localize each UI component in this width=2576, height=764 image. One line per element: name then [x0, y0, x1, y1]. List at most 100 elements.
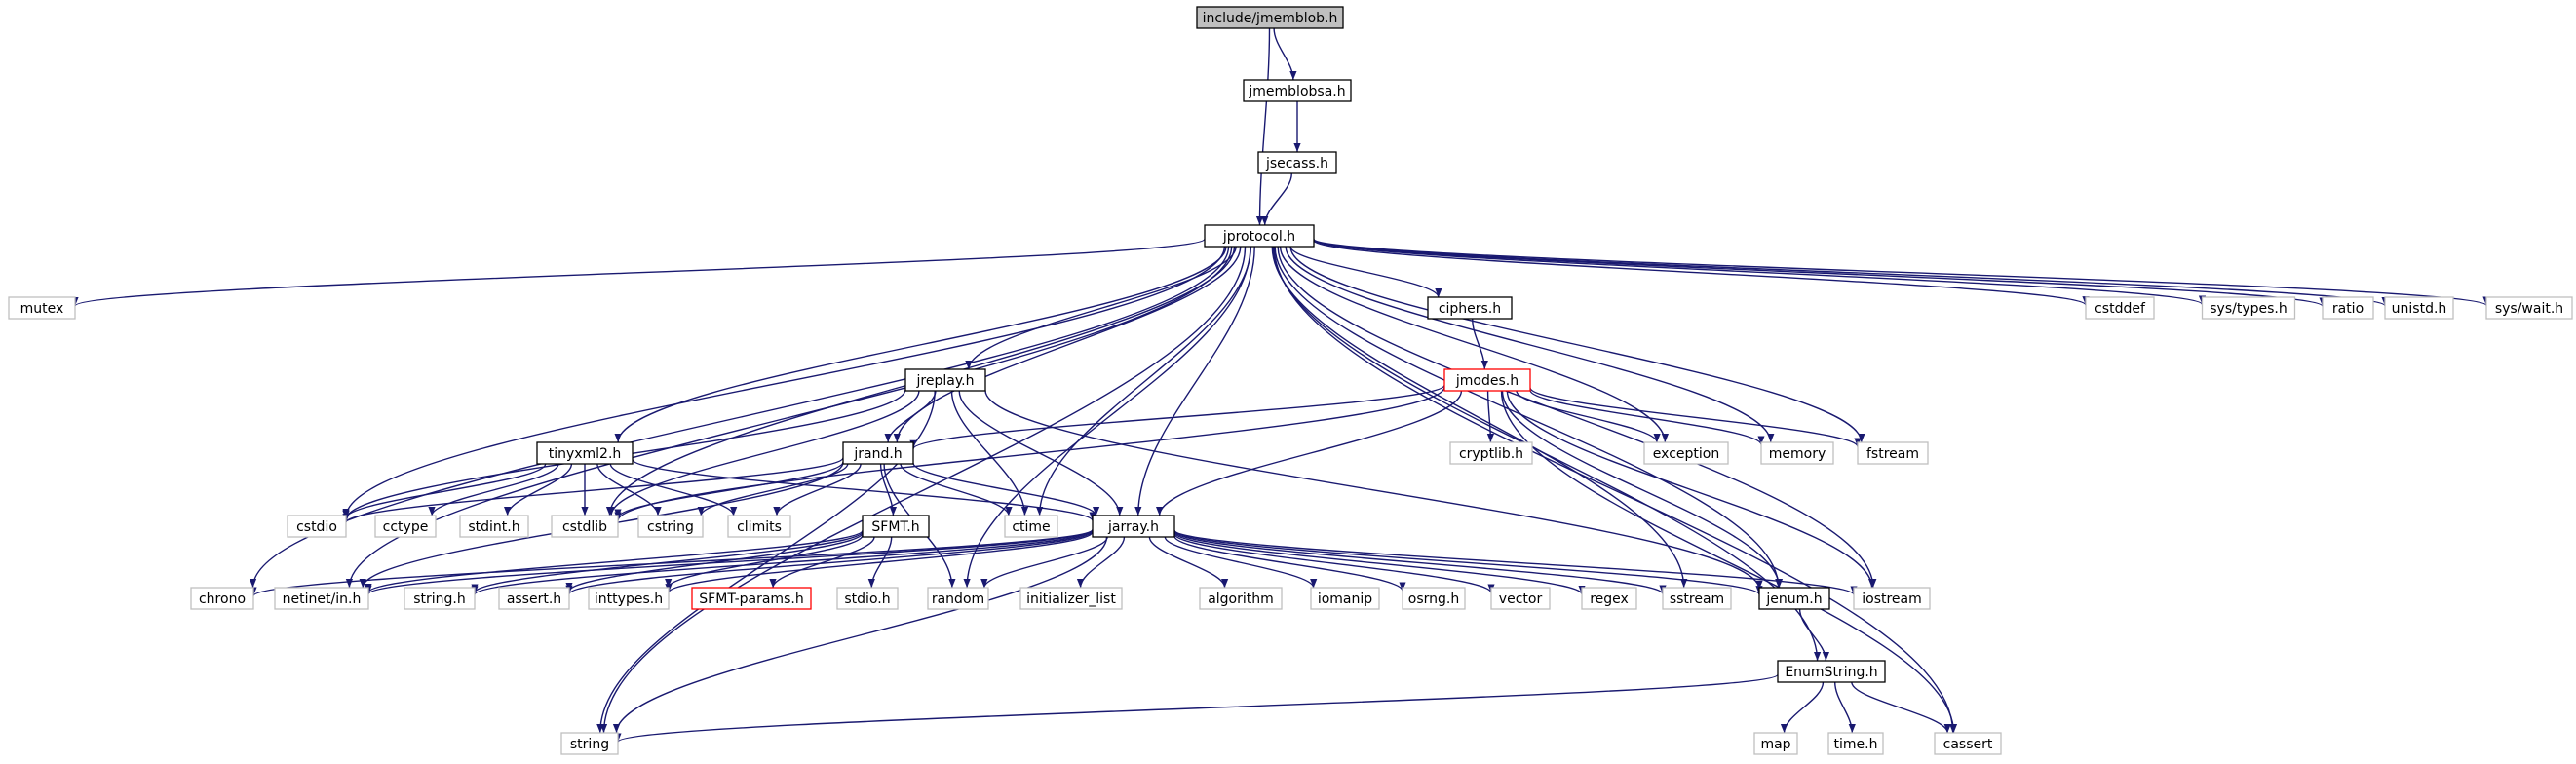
node-mutex: mutex	[8, 296, 76, 320]
edge-line	[665, 531, 1094, 593]
node-sfmt[interactable]: SFMT.h	[862, 515, 930, 538]
node-label: initializer_list	[1026, 592, 1116, 607]
edge-jreplay-to-jrand	[884, 390, 937, 443]
edge-line	[1255, 27, 1271, 226]
edge-line	[1313, 239, 2326, 307]
edge-line	[1274, 246, 1783, 589]
node-label: SFMT-params.h	[699, 592, 803, 607]
node-box	[1643, 441, 1729, 465]
node-jprotocol[interactable]: jprotocol.h	[1204, 224, 1315, 248]
edge-jarray-to-algorithm	[1148, 536, 1229, 589]
node-iostream: iostream	[1853, 587, 1931, 610]
node-exception: exception	[1643, 441, 1729, 465]
node-label: iostream	[1862, 592, 1922, 607]
node-jenum[interactable]: jenum.h	[1758, 587, 1830, 610]
edge-line	[614, 461, 844, 518]
node-inttypes: inttypes.h	[588, 587, 670, 610]
node-label: jarray.h	[1107, 519, 1159, 535]
edge-jprotocol-to-mutex	[71, 238, 1206, 307]
node-box	[1443, 368, 1531, 392]
node-string: string	[560, 732, 619, 755]
node-ctime: ctime	[1004, 515, 1058, 538]
edge-jprotocol-to-ratio	[1313, 239, 2326, 307]
node-enumstring[interactable]: EnumString.h	[1777, 660, 1886, 683]
edge-line	[596, 463, 662, 516]
node-initlist: initializer_list	[1019, 587, 1123, 610]
node-label: osrng.h	[1408, 592, 1459, 607]
edge-jmodes-to-cstdlib	[614, 386, 1445, 521]
edge-line	[365, 529, 1094, 595]
edge-line	[1516, 390, 1661, 443]
node-memory: memory	[1760, 441, 1834, 465]
node-label: random	[932, 592, 984, 607]
node-cctype: cctype	[374, 515, 437, 538]
edge-line	[1501, 390, 1784, 589]
edge-jmodes-to-fstream	[1529, 387, 1862, 448]
node-label: iomanip	[1318, 592, 1372, 607]
node-tinyxml2[interactable]: tinyxml2.h	[536, 441, 634, 465]
edge-line	[884, 390, 937, 443]
node-box	[1004, 515, 1058, 538]
node-jarray[interactable]: jarray.h	[1092, 515, 1175, 538]
node-sfmtparams[interactable]: SFMT-params.h	[691, 587, 812, 610]
edge-jprotocol-to-systypes	[1313, 239, 2206, 306]
edge-line	[1173, 533, 1495, 593]
edge-jprotocol-to-exception	[1279, 246, 1669, 443]
edge-line	[607, 390, 920, 516]
node-box	[8, 296, 76, 320]
edge-line	[1313, 238, 2389, 307]
edge-line	[1279, 246, 1669, 443]
edge-jarray-to-jenum	[1173, 529, 1763, 595]
node-cryptlib: cryptlib.h	[1449, 441, 1533, 465]
edge-line	[1486, 390, 1494, 443]
edge-jrand-to-climits	[773, 463, 862, 516]
edge-line	[614, 386, 1445, 521]
edge-line	[1173, 535, 1406, 592]
node-box	[904, 368, 986, 392]
edge-sfmt-to-stringh	[471, 530, 864, 593]
node-label: SFMT.h	[871, 519, 919, 535]
node-jsecass[interactable]: jsecass.h	[1257, 151, 1337, 174]
edge-jmodes-to-jrand	[909, 384, 1445, 450]
node-box	[637, 515, 704, 538]
node-label: sstream	[1670, 592, 1724, 607]
node-label: exception	[1653, 446, 1719, 462]
edge-line	[342, 457, 844, 523]
node-ciphers[interactable]: ciphers.h	[1427, 296, 1513, 320]
edge-jarray-to-initlist	[1076, 536, 1126, 589]
node-iomanip: iomanip	[1310, 587, 1380, 610]
node-jmodes[interactable]: jmodes.h	[1443, 368, 1531, 392]
edge-line	[1500, 390, 1958, 734]
node-box	[1402, 587, 1466, 610]
edge-enumstring-to-string	[614, 673, 1779, 743]
edges-layer	[71, 27, 2490, 743]
node-regex: regex	[1581, 587, 1637, 610]
node-box	[1310, 587, 1380, 610]
node-jmemblobsa[interactable]: jmemblobsa.h	[1243, 79, 1352, 102]
nodes-layer: include/jmemblob.hjmemblobsa.hjsecass.hj…	[8, 6, 2573, 755]
edge-jmodes-to-exception	[1516, 390, 1661, 443]
edge-jenum-to-enumstring	[1798, 608, 1829, 662]
edge-jarray-to-random	[980, 536, 1108, 589]
edge-line	[1529, 390, 1765, 445]
edge-line	[900, 463, 1013, 516]
edge-jprotocol-to-fstream	[1289, 246, 1865, 443]
node-box	[927, 587, 989, 610]
node-sstream: sstream	[1662, 587, 1732, 610]
edge-line	[965, 246, 1237, 370]
edge-line	[1271, 246, 1688, 589]
node-label: ctime	[1012, 519, 1050, 535]
edge-jarray-to-string	[612, 536, 1108, 734]
edge-line	[1164, 536, 1318, 589]
node-box	[1204, 224, 1315, 248]
edge-line	[504, 463, 573, 516]
node-cstdlib: cstdlib	[551, 515, 619, 538]
node-label: assert.h	[507, 592, 561, 607]
node-label: algorithm	[1208, 592, 1274, 607]
node-jreplay[interactable]: jreplay.h	[904, 368, 986, 392]
edge-line	[632, 458, 1096, 522]
edge-line	[697, 463, 849, 516]
node-jrand[interactable]: jrand.h	[842, 441, 914, 465]
edge-line	[365, 529, 864, 593]
node-box	[1196, 6, 1344, 29]
